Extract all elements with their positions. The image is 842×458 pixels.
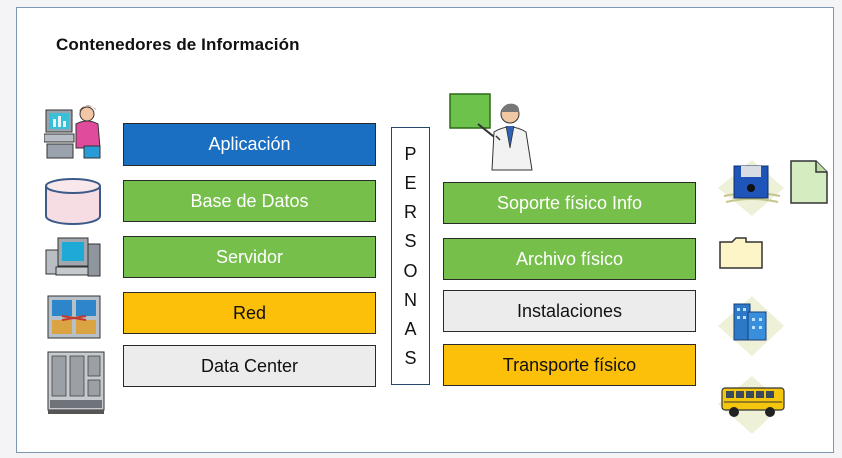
building-icon <box>718 296 784 356</box>
personas-letter: S <box>404 347 417 368</box>
computer-user-icon <box>44 105 101 159</box>
box-soporte-fisico-info: Soporte físico Info <box>443 182 696 224</box>
personas-letter: A <box>404 318 417 339</box>
box-red: Red <box>123 292 376 334</box>
datacenter-rack-icon <box>47 351 105 414</box>
bus-icon <box>718 376 785 434</box>
database-icon <box>45 178 101 225</box>
box-base-de-datos: Base de Datos <box>123 180 376 222</box>
folder-icon <box>719 237 763 269</box>
diagram-title: Contenedores de Información <box>56 35 300 54</box>
box-archivo-fisico: Archivo físico <box>443 238 696 280</box>
box-aplicacion: Aplicación <box>123 123 376 166</box>
box-servidor: Servidor <box>123 236 376 278</box>
floppy-disk-icon <box>718 160 784 216</box>
box-instalaciones: Instalaciones <box>443 290 696 332</box>
box-transporte-fisico: Transporte físico <box>443 344 696 386</box>
personas-letter: E <box>404 173 417 194</box>
box-data-center: Data Center <box>123 345 376 387</box>
personas-letter: N <box>404 289 417 310</box>
server-icon <box>45 237 101 277</box>
network-icon <box>47 295 101 339</box>
presenter-icon <box>449 93 533 171</box>
document-icon <box>790 160 828 204</box>
personas-letter: S <box>404 231 417 252</box>
personas-box: P E R S O N A S <box>391 127 430 385</box>
personas-letter: O <box>403 260 418 281</box>
personas-letter: R <box>404 202 417 223</box>
personas-letter: P <box>404 144 417 165</box>
